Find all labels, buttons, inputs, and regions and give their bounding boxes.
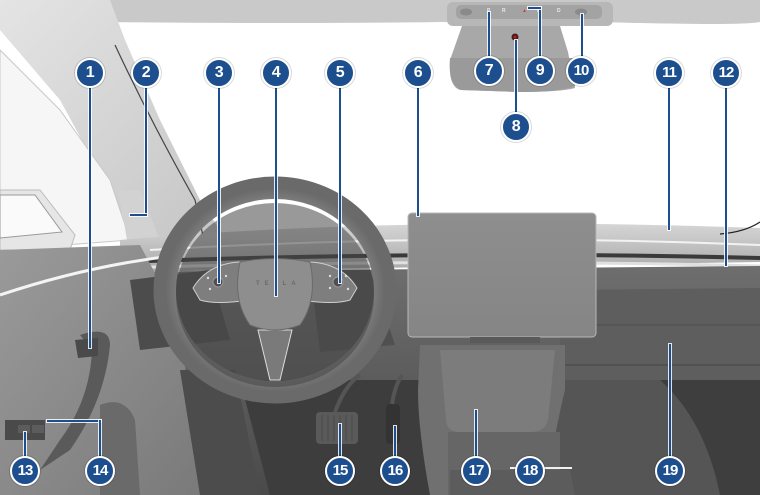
- leader-line-11: [668, 88, 670, 230]
- callout-8: 8: [501, 112, 531, 142]
- leader-line-16: [394, 426, 396, 458]
- leader-line-6: [417, 88, 419, 216]
- leader-line-19: [669, 344, 671, 458]
- leader-line-12: [725, 88, 727, 266]
- callout-10: 10: [566, 56, 596, 86]
- leader-line-10: [581, 14, 583, 57]
- callout-6: 6: [403, 58, 433, 88]
- gear-letter-n: N: [537, 8, 541, 14]
- leader-line-3: [218, 88, 220, 283]
- callout-11: 11: [654, 58, 684, 88]
- callout-19: 19: [655, 456, 685, 486]
- callout-9: 9: [525, 56, 555, 86]
- gear-letter-active: ▲: [522, 8, 527, 14]
- leader-line-4: [275, 88, 277, 296]
- gear-letter-d: D: [557, 8, 561, 14]
- callout-16: 16: [380, 456, 410, 486]
- leader-line-8: [515, 40, 517, 113]
- callout-17: 17: [461, 456, 491, 486]
- leader-line-2b: [130, 214, 147, 216]
- leader-line-13: [24, 432, 26, 458]
- leader-line-1: [89, 88, 91, 348]
- leader-line-17: [475, 410, 477, 458]
- callout-2: 2: [131, 58, 161, 88]
- callout-12: 12: [711, 58, 741, 88]
- leader-line-9b: [528, 7, 541, 9]
- callout-7: 7: [474, 56, 504, 86]
- callout-18: 18: [515, 456, 545, 486]
- callout-13: 13: [10, 456, 40, 486]
- leader-line-14: [99, 420, 101, 458]
- leader-line-7: [488, 12, 490, 57]
- leader-line-2: [145, 88, 147, 216]
- callout-4: 4: [261, 58, 291, 88]
- gear-letter-r: R: [502, 8, 506, 14]
- callout-5: 5: [325, 58, 355, 88]
- callout-14: 14: [85, 456, 115, 486]
- callout-1: 1: [75, 58, 105, 88]
- leader-line-15: [339, 424, 341, 458]
- callout-15: 15: [325, 456, 355, 486]
- leader-line-14b: [47, 420, 101, 422]
- gear-letter-p: P: [487, 8, 491, 14]
- callout-3: 3: [204, 58, 234, 88]
- leader-line-5: [339, 88, 341, 283]
- steering-hub-logo: TESLA: [256, 281, 301, 287]
- leader-line-9: [539, 7, 541, 57]
